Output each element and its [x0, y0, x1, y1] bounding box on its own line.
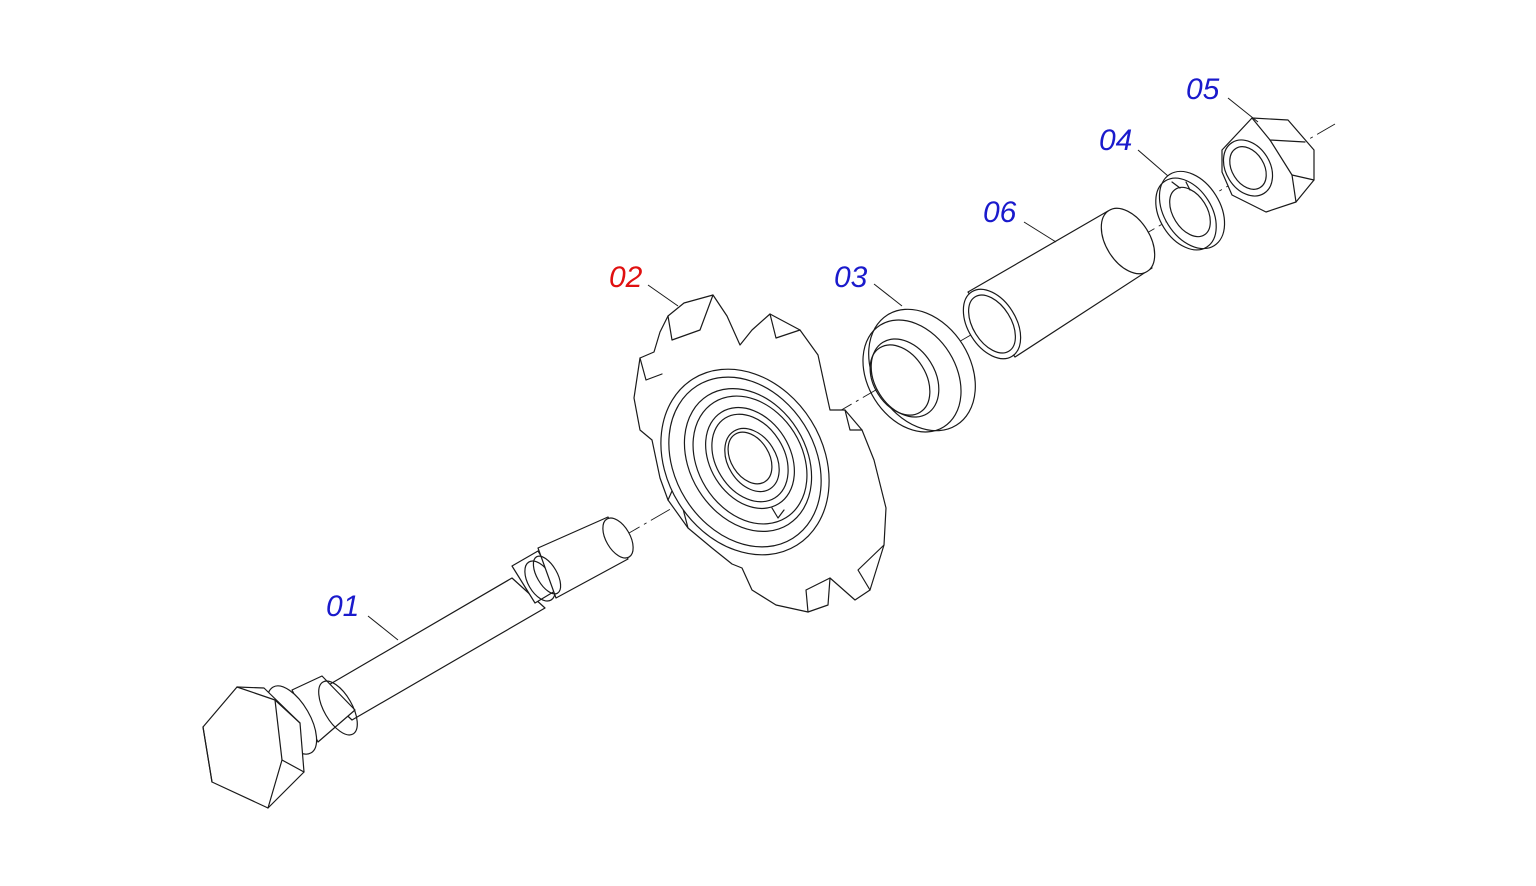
part-04-lock-washer[interactable] [1137, 149, 1238, 261]
leader-line-04 [1137, 149, 1169, 177]
part-02-sprocket[interactable] [627, 284, 887, 613]
part-label-06: 06 [983, 196, 1017, 229]
part-06-bushing[interactable] [952, 199, 1166, 369]
leader-line-01 [367, 615, 399, 641]
leader-line-03 [873, 283, 903, 307]
part-label-05: 05 [1186, 73, 1220, 106]
part-05-hex-nut[interactable] [1213, 97, 1315, 213]
part-03-washer[interactable] [843, 283, 997, 451]
part-01-bolt[interactable] [202, 513, 639, 809]
part-label-01: 01 [326, 590, 359, 623]
part-label-02: 02 [609, 261, 643, 294]
leader-line-06 [1023, 221, 1057, 243]
leader-line-05 [1227, 97, 1259, 123]
part-label-03: 03 [834, 261, 868, 294]
leader-line-02 [647, 284, 679, 307]
part-label-04: 04 [1099, 124, 1132, 157]
